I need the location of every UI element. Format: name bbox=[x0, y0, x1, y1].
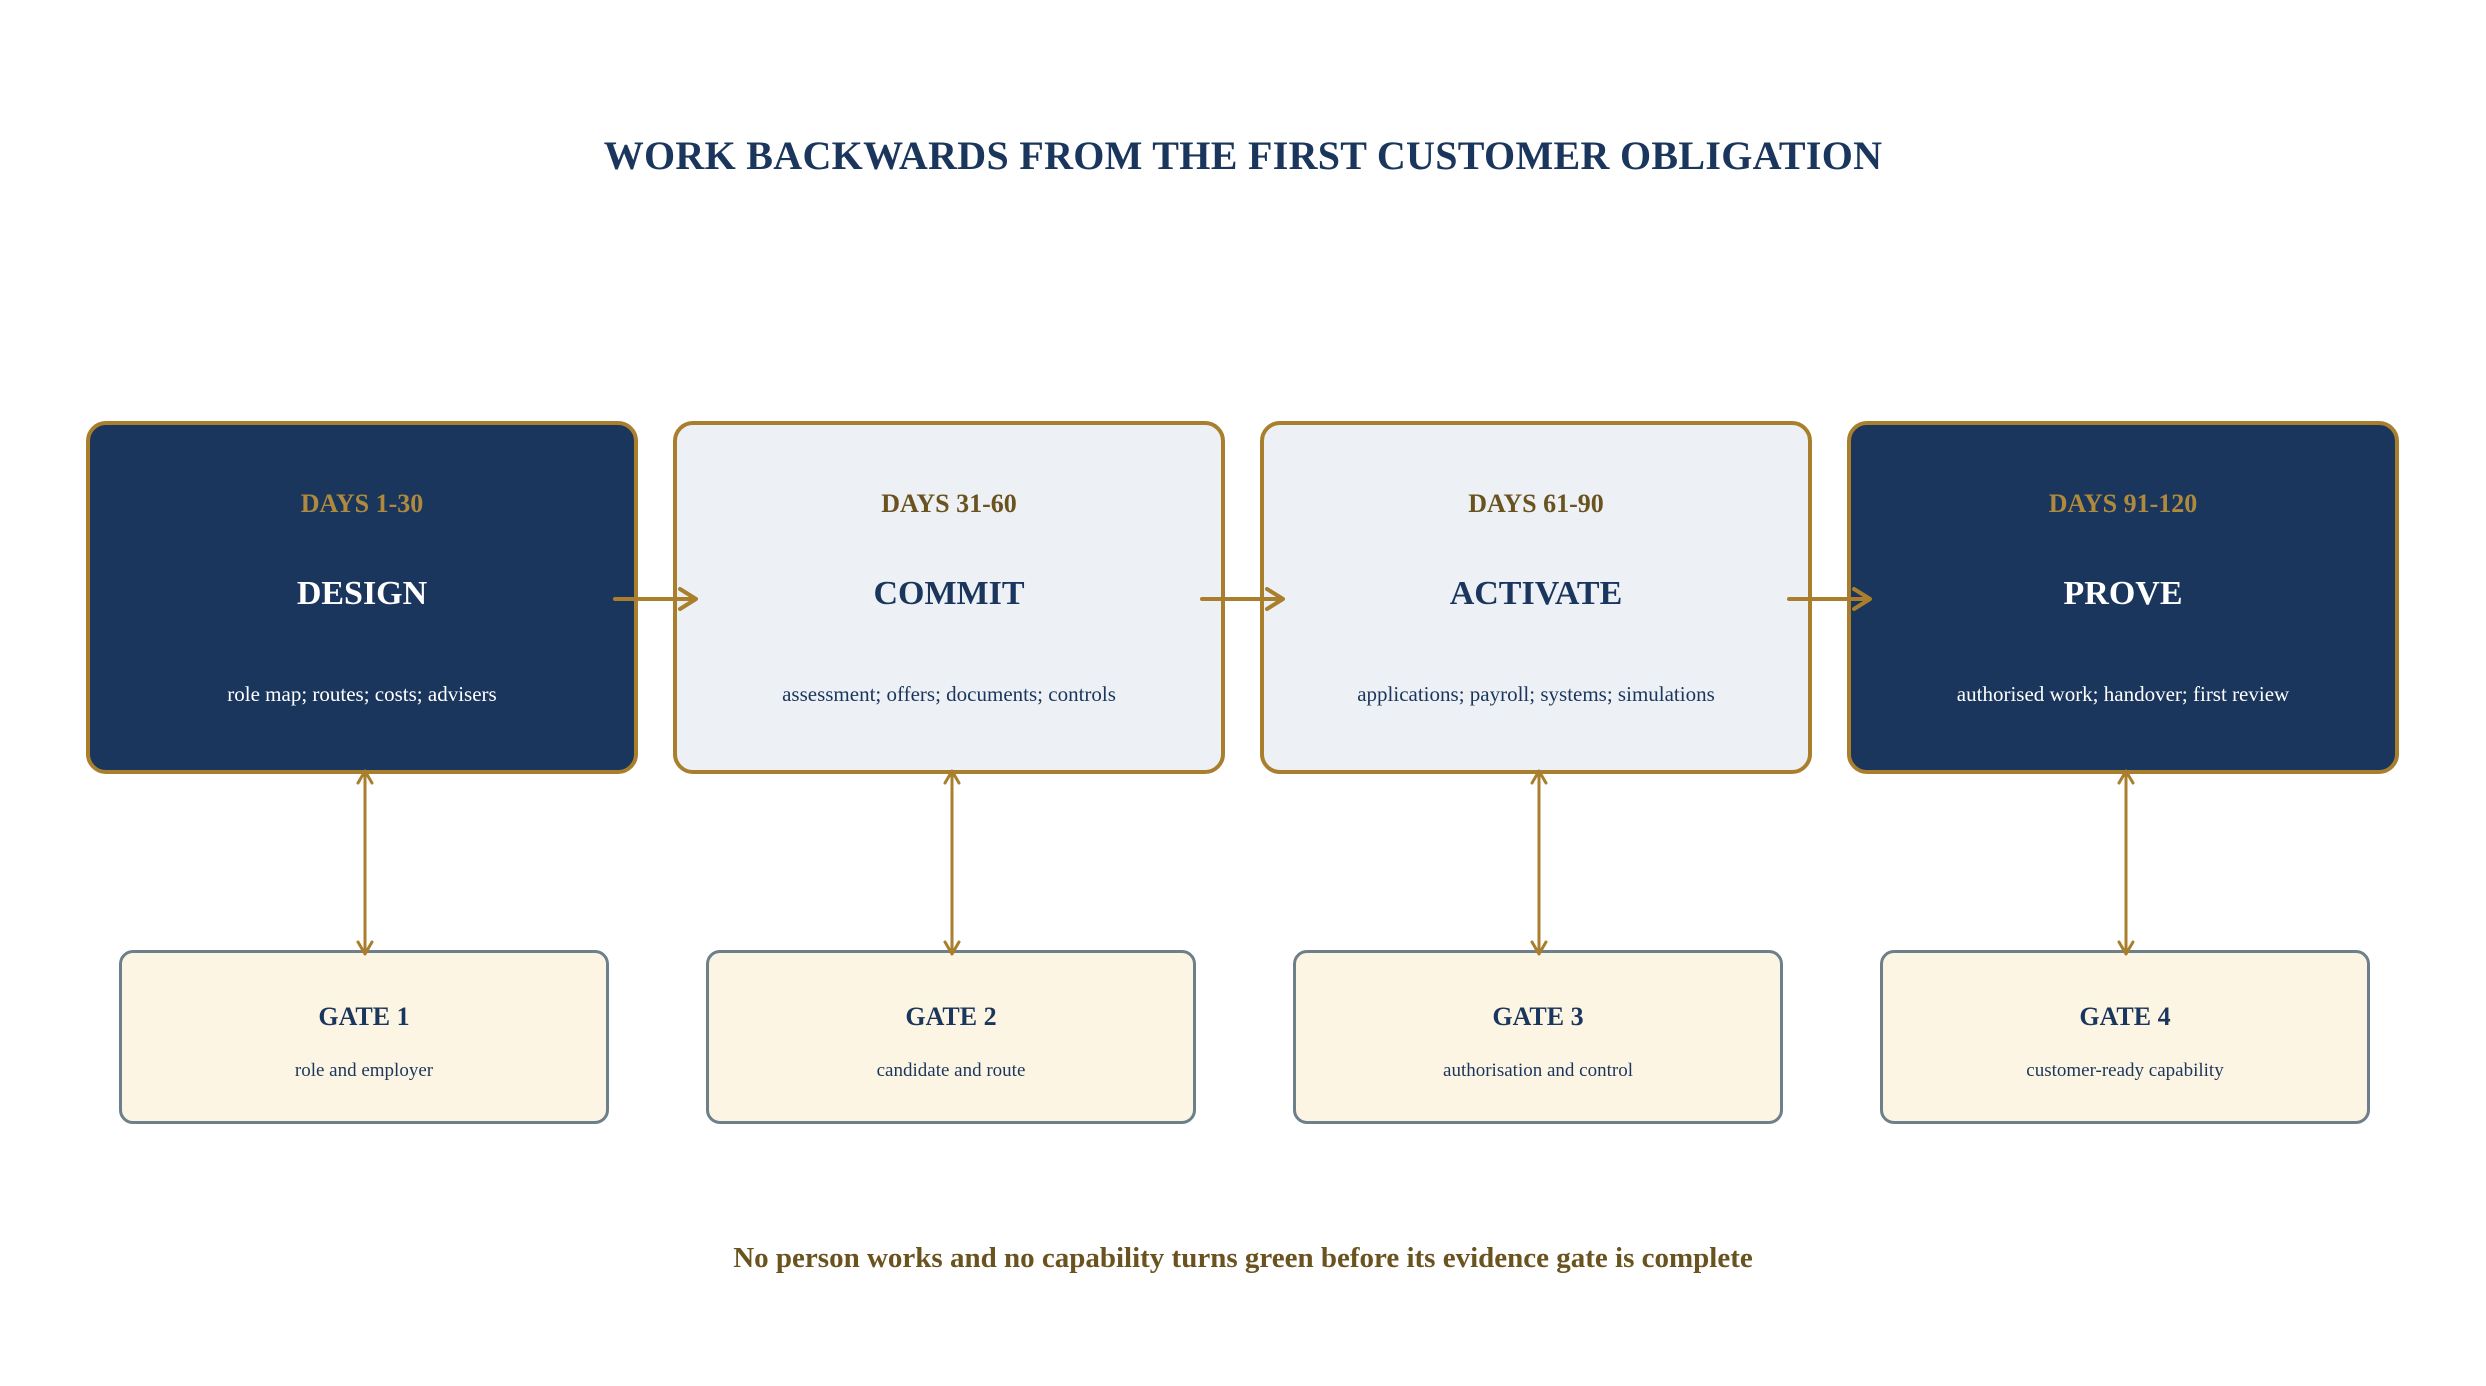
phase-activate-box: DAYS 61-90 ACTIVATE applications; payrol… bbox=[1260, 421, 1812, 774]
gate-link-arrow-2 bbox=[943, 769, 961, 956]
phase-commit-box: DAYS 31-60 COMMIT assessment; offers; do… bbox=[673, 421, 1225, 774]
phase-description: authorised work; handover; first review bbox=[1956, 682, 2290, 706]
gate-description: role and employer bbox=[294, 1060, 434, 1081]
phase-days-label: DAYS 1-30 bbox=[300, 489, 424, 518]
gate-name: GATE 3 bbox=[1492, 1002, 1584, 1031]
gate-4-box: GATE 4 customer-ready capability bbox=[1880, 950, 2370, 1124]
phase-description: assessment; offers; documents; controls bbox=[782, 682, 1116, 706]
gate-1-box: GATE 1 role and employer bbox=[119, 950, 609, 1124]
gate-link-arrow-4 bbox=[2117, 769, 2135, 956]
diagram-title: WORK BACKWARDS FROM THE FIRST CUSTOMER O… bbox=[603, 133, 1883, 178]
gate-link-arrow-3 bbox=[1530, 769, 1548, 956]
phase-name: DESIGN bbox=[296, 575, 428, 612]
phase-prove-box: DAYS 91-120 PROVE authorised work; hando… bbox=[1847, 421, 2399, 774]
gate-link-arrow-1 bbox=[356, 769, 374, 956]
gate-name: GATE 4 bbox=[2079, 1002, 2171, 1031]
phase-description: applications; payroll; systems; simulati… bbox=[1357, 682, 1715, 706]
footer-note: No person works and no capability turns … bbox=[733, 1242, 1753, 1274]
phase-name: ACTIVATE bbox=[1449, 575, 1623, 612]
phase-description: role map; routes; costs; advisers bbox=[227, 682, 497, 706]
gate-name: GATE 1 bbox=[318, 1002, 410, 1031]
phase-days-label: DAYS 61-90 bbox=[1468, 489, 1604, 518]
gate-2-box: GATE 2 candidate and route bbox=[706, 950, 1196, 1124]
phase-name: PROVE bbox=[2063, 575, 2183, 612]
gate-name: GATE 2 bbox=[905, 1002, 997, 1031]
gate-description: authorisation and control bbox=[1443, 1060, 1633, 1081]
phase-days-label: DAYS 31-60 bbox=[881, 489, 1017, 518]
phase-days-label: DAYS 91-120 bbox=[2048, 489, 2198, 518]
phase-design-box: DAYS 1-30 DESIGN role map; routes; costs… bbox=[86, 421, 638, 774]
gate-description: candidate and route bbox=[876, 1060, 1026, 1081]
phase-name: COMMIT bbox=[873, 575, 1025, 612]
gate-description: customer-ready capability bbox=[2026, 1060, 2224, 1081]
gate-3-box: GATE 3 authorisation and control bbox=[1293, 950, 1783, 1124]
